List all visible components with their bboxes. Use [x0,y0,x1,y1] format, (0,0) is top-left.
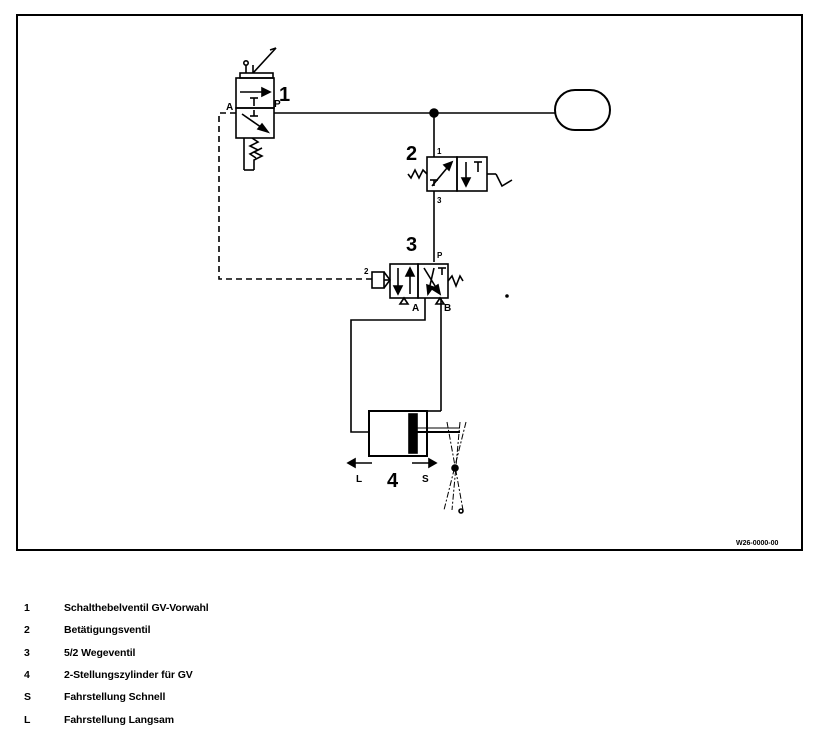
label-component-3: 3 [406,234,417,256]
label-port-A-valve3: A [412,303,419,314]
label-port-3-valve2: 3 [437,196,442,205]
legend-key: L [24,713,31,726]
label-port-1-valve2: 1 [437,147,442,156]
diagram-frame [16,14,803,551]
legend-key: 4 [24,669,30,682]
legend: 1 Schalthebelventil GV-Vorwahl 2 Betätig… [22,597,442,731]
label-direction-L: L [356,474,362,485]
line-port-A-to-cylinder [350,298,426,433]
legend-text: Fahrstellung Langsam [64,713,175,726]
label-port-A-valve1: A [226,102,233,113]
legend-text: 2-Stellungszylinder für GV [64,669,193,682]
legend-row: L Fahrstellung Langsam [22,708,442,730]
legend-text: Schalthebelventil GV-Vorwahl [64,602,209,615]
legend-row: 2 Betätigungsventil [22,619,442,641]
valve-1-selector [235,47,277,171]
label-component-4: 4 [387,470,399,492]
legend-row: 1 Schalthebelventil GV-Vorwahl [22,597,442,619]
label-port-P-valve3: P [437,251,443,260]
pneumatic-circuit-diagram: 1 A P 2 1 3 3 P 2 A B 4 L S W26-0000-00 [16,14,803,551]
label-port-B-valve3: B [444,303,451,314]
label-port-2-valve3: 2 [364,267,369,276]
air-reservoir [554,89,611,131]
legend-text: Fahrstellung Schnell [64,691,166,704]
label-port-P-valve1: P [274,99,281,110]
legend-key: 3 [24,646,30,659]
legend-key: 2 [24,624,30,637]
legend-row: 3 5/2 Wegeventil [22,642,442,664]
legend-key: S [24,691,31,704]
direction-arrows [346,457,438,469]
diagram-code: W26-0000-00 [736,540,779,547]
pilot-line-dashed [218,112,372,280]
valve-2-actuator [407,156,513,192]
legend-text: Betätigungsventil [64,624,151,637]
valve-3-directional [371,263,464,305]
label-component-1: 1 [279,84,290,106]
legend-key: 1 [24,602,30,615]
cylinder-4 [368,410,467,514]
legend-text: 5/2 Wegeventil [64,646,136,659]
legend-row: 4 2-Stellungszylinder für GV [22,664,442,686]
label-direction-S: S [422,474,429,485]
legend-row: S Fahrstellung Schnell [22,686,442,708]
label-component-2: 2 [406,143,417,165]
